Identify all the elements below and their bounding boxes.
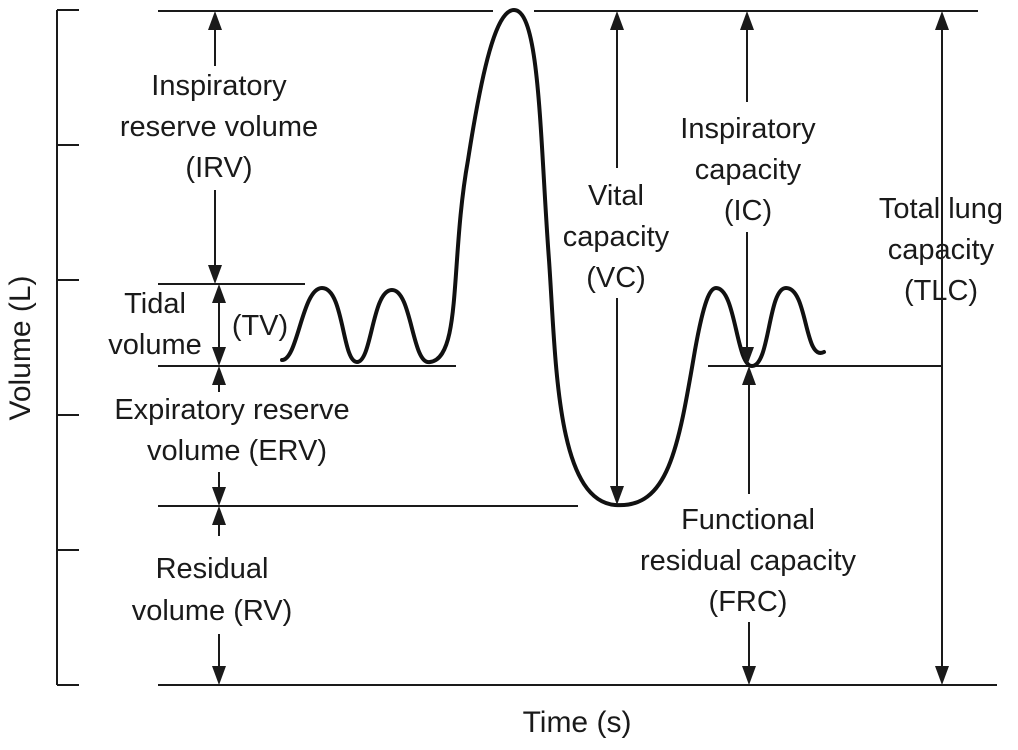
irv-arrow [208,11,222,284]
erv-arrow [212,366,226,506]
irv-label: Inspiratory reserve volume (IRV) [120,70,318,184]
tlc-label-line-1: Total lung [879,193,1003,225]
vc-arrow [610,11,624,505]
irv-label-line-2: reserve volume [120,111,318,143]
frc-label-line-1: Functional [681,504,815,536]
erv-label: Expiratory reserve volume (ERV) [114,394,349,467]
y-axis-label: Volume (L) [4,275,37,420]
ic-label-line-2: capacity [695,154,802,186]
tv-arrow [212,284,226,366]
vc-label-line-3: (VC) [586,262,646,294]
ic-label: Inspiratory capacity (IC) [680,113,816,227]
y-axis [56,9,79,686]
vc-label-line-2: capacity [563,221,670,253]
rv-arrow [212,506,226,685]
tidal-volume-label: Tidal volume [108,288,202,361]
irv-label-line-1: Inspiratory [151,70,287,102]
rv-label-line-1: Residual [156,553,269,585]
tlc-arrow [935,11,949,685]
rv-label: Residual volume (RV) [132,553,293,627]
tlc-label: Total lung capacity (TLC) [879,193,1003,307]
tlc-label-line-2: capacity [888,234,995,266]
frc-label-line-3: (FRC) [709,586,788,618]
vc-label-line-1: Vital [588,180,644,212]
frc-arrow [742,366,756,685]
ic-label-line-1: Inspiratory [680,113,816,145]
tidal-volume-label-line-1: Tidal [124,288,186,320]
spirometry-trace [280,8,826,508]
tlc-label-line-3: (TLC) [904,275,978,307]
tv-label: (TV) [232,310,288,342]
erv-label-line-1: Expiratory reserve [114,394,349,426]
frc-label-line-2: residual capacity [640,545,856,577]
ic-arrow [740,11,754,366]
erv-label-line-2: volume (ERV) [147,435,327,467]
rv-label-line-2: volume (RV) [132,595,293,627]
vc-label: Vital capacity (VC) [563,180,670,294]
ic-label-line-3: (IC) [724,195,772,227]
irv-label-line-3: (IRV) [185,152,252,184]
x-axis-label: Time (s) [523,706,632,739]
frc-label: Functional residual capacity (FRC) [640,504,856,618]
tidal-volume-label-line-2: volume [108,329,202,361]
